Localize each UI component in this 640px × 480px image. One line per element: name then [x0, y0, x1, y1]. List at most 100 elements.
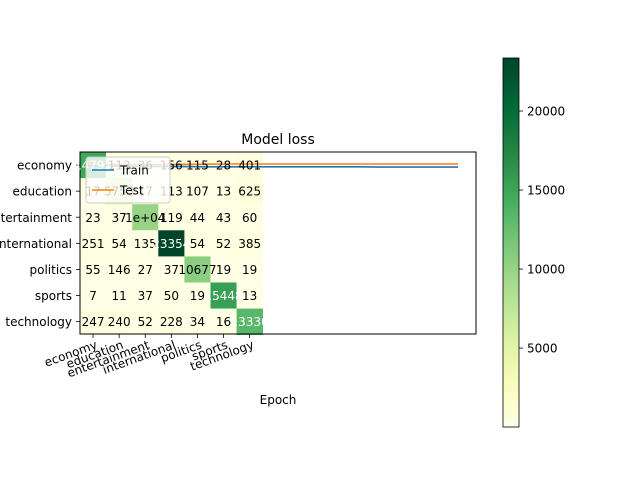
heatmap-cell	[132, 308, 159, 335]
heatmap-cell	[158, 308, 185, 335]
heatmap-cell	[132, 204, 159, 231]
heatmap-cell	[184, 204, 211, 231]
cell-value-label: 228	[160, 315, 183, 329]
legend-label: Test	[119, 184, 144, 198]
heatmap-cell	[236, 256, 263, 283]
heatmap-cell	[80, 282, 107, 309]
cell-value-label: 27	[138, 263, 153, 277]
heatmap-cell	[210, 282, 237, 309]
cell-value-label: 11	[112, 289, 127, 303]
legend-label: Train	[119, 164, 149, 178]
cell-value-label: 50	[164, 289, 179, 303]
cell-value-label: 37	[112, 211, 127, 225]
cell-value-label: 119	[160, 211, 183, 225]
cell-value-label: 23354	[152, 237, 190, 251]
heatmap-cell	[184, 256, 211, 283]
cell-value-label: 19	[242, 263, 257, 277]
heatmap-cell	[158, 204, 185, 231]
heatmap-cell	[184, 282, 211, 309]
cell-value-label: 23	[85, 211, 100, 225]
cell-value-label: 115	[186, 159, 209, 173]
colorbar: 5000 10000 15000 20000	[502, 57, 565, 428]
colorbar-tick-label: 15000	[527, 184, 565, 198]
heatmap-cell	[210, 152, 237, 179]
cell-value-label: 135	[134, 237, 157, 251]
cell-value-label: 54	[112, 237, 127, 251]
heatmap-cell	[132, 282, 159, 309]
cell-value-label: 7	[89, 289, 97, 303]
cell-value-label: 13	[216, 185, 231, 199]
cell-value-label: 625	[238, 185, 261, 199]
cell-value-label: 401	[238, 159, 261, 173]
heatmap-cell	[210, 178, 237, 205]
heatmap-cell	[184, 152, 211, 179]
cell-value-label: 13	[242, 289, 257, 303]
heatmap-cell	[106, 204, 133, 231]
heatmap-cell	[184, 230, 211, 257]
heatmap-cell	[80, 308, 107, 335]
colorbar-tick-label: 5000	[527, 342, 558, 356]
cell-value-label: 44	[190, 211, 205, 225]
heatmap-cell	[236, 230, 263, 257]
cell-value-label: 16	[216, 315, 231, 329]
heatmap-cell	[236, 282, 263, 309]
cell-value-label: 28	[216, 159, 231, 173]
cell-value-label: 43	[216, 211, 231, 225]
y-tick-label: education	[12, 185, 72, 199]
heatmap-cell	[106, 256, 133, 283]
heatmap-cell	[80, 256, 107, 283]
heatmap-cell	[236, 152, 263, 179]
heatmap-cell	[132, 230, 159, 257]
heatmap-cell	[210, 204, 237, 231]
legend-box	[85, 156, 171, 204]
cell-value-label: 251	[82, 237, 105, 251]
cell-value-label: 19	[190, 289, 205, 303]
colorbar-gradient	[502, 57, 520, 428]
cell-value-label: 247	[82, 315, 105, 329]
heatmap-cell	[158, 256, 185, 283]
heatmap-cell	[210, 308, 237, 335]
cell-value-label: 107	[186, 185, 209, 199]
y-tick-label: economy	[17, 159, 72, 173]
heatmap-cell	[184, 308, 211, 335]
x-tick-labels: economyeducationentertainmentinternation…	[43, 334, 256, 380]
cell-value-label: 60	[242, 211, 257, 225]
heatmap-cell	[210, 256, 237, 283]
y-tick-label: entertainment	[0, 211, 72, 225]
heatmap-cell	[80, 204, 107, 231]
heatmap-cell	[236, 178, 263, 205]
heatmap-cell	[158, 282, 185, 309]
heatmap-cell	[106, 282, 133, 309]
cell-value-label: 10677	[178, 263, 216, 277]
cell-value-label: 15448	[204, 289, 242, 303]
cell-value-label: 37	[164, 263, 179, 277]
chart-title: Model loss	[241, 132, 315, 148]
heatmap-cell	[106, 308, 133, 335]
heatmap-cell	[80, 230, 107, 257]
heatmap-cell	[132, 256, 159, 283]
heatmap-cell	[210, 230, 237, 257]
x-axis-label: Epoch	[260, 393, 297, 407]
colorbar-tick-label: 10000	[527, 263, 565, 277]
cell-value-label: 54	[190, 237, 205, 251]
heatmap-cell	[158, 230, 185, 257]
heatmap-cell	[236, 308, 263, 335]
cell-value-label: 146	[108, 263, 131, 277]
y-tick-label: politics	[29, 263, 72, 277]
cell-value-label: 13330	[231, 315, 269, 329]
cell-value-label: 52	[138, 315, 153, 329]
y-tick-label: technology	[5, 315, 72, 329]
heatmap-cell	[184, 178, 211, 205]
y-tick-labels: economyeducationentertainmentinternation…	[0, 159, 80, 329]
heatmap-cell	[106, 230, 133, 257]
cell-value-label: 385	[238, 237, 261, 251]
cell-value-label: 55	[85, 263, 100, 277]
heatmap-cell	[236, 204, 263, 231]
cell-value-label: 240	[108, 315, 131, 329]
cell-value-label: 1e+04	[125, 211, 165, 225]
cell-value-label: 19	[216, 263, 231, 277]
colorbar-tick-label: 20000	[527, 105, 565, 119]
cell-value-label: 34	[190, 315, 205, 329]
